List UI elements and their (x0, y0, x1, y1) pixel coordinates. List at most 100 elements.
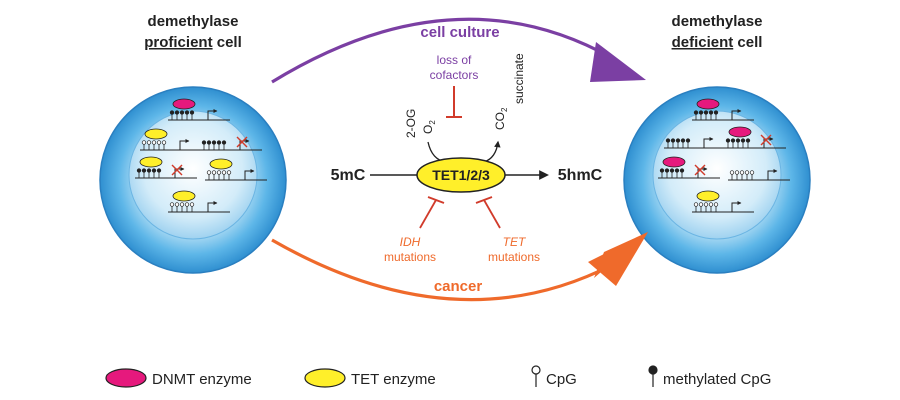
methylated-cpg-mark (713, 110, 719, 115)
methylated-cpg-mark (201, 140, 207, 145)
right-cell-title-suffix: cell (733, 34, 762, 51)
cpg-mark (703, 202, 709, 207)
methylated-cpg-mark (730, 138, 736, 143)
methylated-cpg-mark (179, 110, 185, 115)
cpg-mark (693, 202, 699, 207)
methylated-cpg-mark (679, 168, 685, 173)
cpg-mark (146, 140, 152, 145)
cpg-mark (156, 140, 162, 145)
tet-mutations-label: mutations (488, 250, 540, 264)
cpg-mark (221, 170, 227, 175)
legend-cpg-label: CpG (546, 371, 577, 388)
silenced-x-mark (694, 164, 706, 176)
idh-inhibition (419, 196, 445, 229)
cell-culture-arrow (271, 17, 646, 84)
tet-enzyme-mark (139, 156, 163, 168)
tss-arrow (763, 137, 774, 148)
methylated-cpg-mark (211, 140, 217, 145)
methylated-cpg-mark (708, 110, 714, 115)
methylated-cpg-mark (703, 110, 709, 115)
gene-locus (692, 98, 754, 121)
tss-arrow (697, 167, 708, 178)
cpg-mark (184, 202, 190, 207)
legend-methylated-cpg-label: methylated CpG (663, 371, 771, 388)
cpg-mark (708, 202, 714, 207)
tet-enzyme-label: TET1/2/3 (432, 167, 490, 183)
gene-locus (664, 137, 726, 149)
legend-dnmt-label: DNMT enzyme (152, 371, 252, 388)
methylated-cpg-mark (675, 138, 681, 143)
gene-locus (728, 169, 790, 181)
right-cell-title-line1: demethylase (672, 13, 763, 30)
silenced-x-mark (760, 134, 772, 146)
tet-enzyme-mark (696, 190, 720, 202)
silenced-x-mark (236, 136, 248, 148)
dnmt-enzyme-mark (172, 98, 196, 110)
left-cell-title-line1: demethylase (148, 13, 239, 30)
gene-locus (168, 190, 230, 213)
tss-arrow (767, 169, 778, 180)
methylated-cpg-mark (141, 168, 147, 173)
cpg-mark (749, 170, 755, 175)
methylated-cpg-mark (693, 110, 699, 115)
methylated-cpg-mark (659, 168, 665, 173)
cofactor-o2-sub: 2 (428, 120, 437, 125)
methylated-cpg-mark (169, 110, 175, 115)
gene-locus (200, 136, 262, 151)
methylated-cpg-mark (665, 138, 671, 143)
left-cell-title-underlined: proficient (144, 34, 212, 51)
cpg-mark (211, 170, 217, 175)
legend-tet-label: TET enzyme (351, 371, 436, 388)
tss-arrow (244, 169, 255, 180)
cpg-mark (151, 140, 157, 145)
cpg-mark (206, 170, 212, 175)
left-gene-loci (135, 98, 267, 213)
legend-cpg-icon (531, 365, 541, 387)
gene-locus (205, 158, 267, 181)
loss-of-cofactors-line1: loss of (437, 53, 472, 67)
cpg-mark (739, 170, 745, 175)
dnmt-enzyme-mark (696, 98, 720, 110)
legend-methylated-cpg-icon (648, 365, 658, 387)
idh-mutations-label: mutations (384, 250, 436, 264)
tet-enzyme-mark (209, 158, 233, 170)
left-cell-title-line2: proficient cell (144, 34, 242, 51)
tet-inhibition (475, 196, 501, 229)
cancer-arrow (271, 232, 648, 302)
methylated-cpg-mark (189, 110, 195, 115)
tss-arrow (731, 109, 742, 120)
cofactor-inhibition-bar (446, 86, 462, 118)
methylated-cpg-mark (674, 168, 680, 173)
cpg-mark (174, 202, 180, 207)
gene-locus (724, 126, 786, 149)
cofactor-2og: 2-OG (404, 109, 418, 138)
methylated-cpg-mark (221, 140, 227, 145)
cpg-mark (161, 140, 167, 145)
cofactor-o2: O2 (421, 120, 437, 134)
methylated-cpg-mark (685, 138, 691, 143)
silenced-x-mark (171, 164, 183, 176)
cpg-mark (744, 170, 750, 175)
tss-arrow (207, 201, 218, 212)
right-cell-title-line2: deficient cell (672, 34, 763, 51)
methylated-cpg-mark (745, 138, 751, 143)
right-gene-loci (658, 98, 790, 213)
tss-arrow (731, 201, 742, 212)
methylated-cpg-mark (146, 168, 152, 173)
methylated-cpg-mark (151, 168, 157, 173)
methylated-cpg-mark (725, 138, 731, 143)
cpg-mark (713, 202, 719, 207)
legend-dnmt-icon (105, 368, 147, 388)
methylated-cpg-mark (680, 138, 686, 143)
methylated-cpg-mark (184, 110, 190, 115)
cofactor-co2-base: CO (493, 112, 507, 130)
cpg-mark (141, 140, 147, 145)
cofactor-co2-sub: 2 (500, 107, 509, 112)
tet-enzyme-mark (172, 190, 196, 202)
cpg-mark (216, 170, 222, 175)
gene-locus (140, 128, 202, 151)
cofactor-out-curve (483, 140, 501, 163)
cofactor-succinate: succinate (512, 53, 526, 104)
